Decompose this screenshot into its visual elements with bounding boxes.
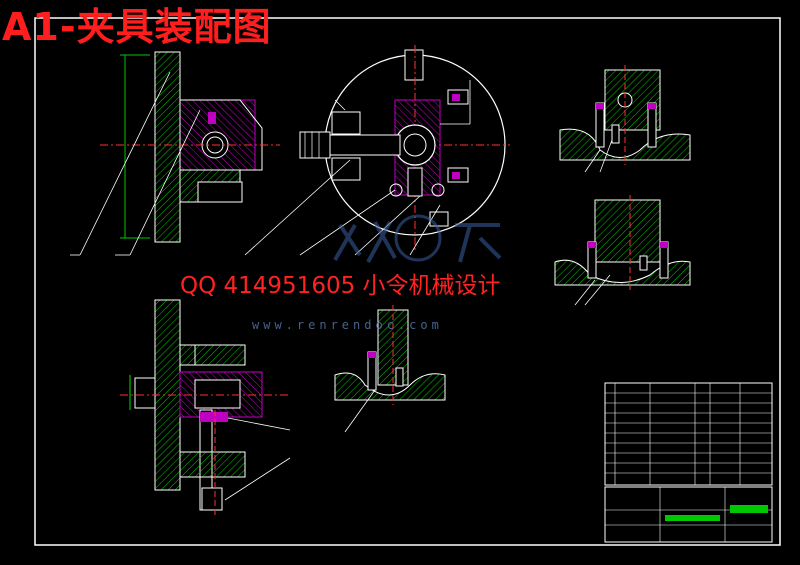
top-view-round-plate [244,45,510,256]
contact-overlay-text: QQ 414951605 小令机械设计 [180,273,501,299]
section-view-bottom-center [334,305,446,433]
section-view-right-upper [559,65,691,173]
watermark-logo [333,214,502,263]
title-block [604,486,773,543]
front-view-top-left [70,51,280,256]
drawing-frame [34,17,781,546]
front-view-bottom-left [120,299,291,515]
drawing-title: A1-夹具装配图 [2,5,272,49]
watermark-url: www.renrendoc.com [252,318,443,332]
section-view-right-lower [554,195,691,306]
parts-list-table [604,382,773,486]
